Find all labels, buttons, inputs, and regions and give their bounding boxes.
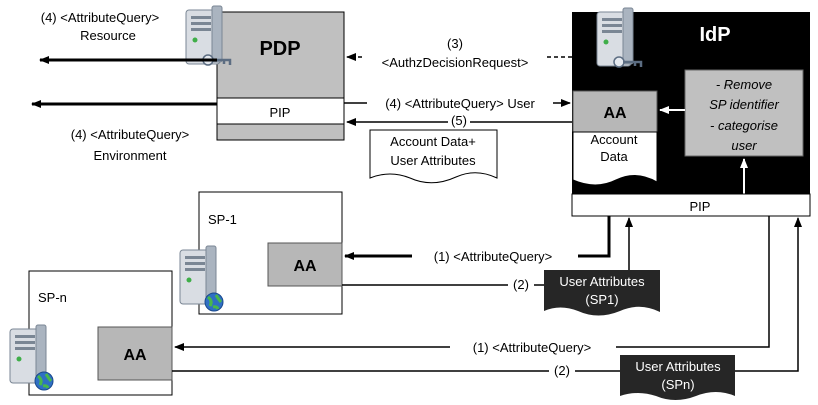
spn-query-label-bg [450, 339, 616, 355]
label-query-resource-2: Resource [80, 28, 136, 43]
sp1-attrs-document [544, 270, 660, 316]
label-query-environment-1: (4) <AttributeQuery> [71, 127, 190, 142]
idp-aa-box [572, 90, 658, 133]
label-query-resource-1: (4) <AttributeQuery> [41, 10, 160, 25]
sp1-query-label-bg [412, 248, 578, 264]
idp-pip-label: PIP [690, 199, 711, 214]
label-spn-attrs-1: User Attributes [635, 359, 721, 374]
process-line-2: SP identifier [709, 97, 779, 112]
label-authz-step: (3) [447, 36, 463, 51]
sp1-aa-label: AA [293, 258, 317, 275]
spn-aa-label: AA [123, 347, 147, 364]
pdp-title: PDP [259, 38, 300, 60]
spn-node: SP-n AA [8, 270, 173, 396]
label-account-user-1: Account Data+ [390, 134, 476, 149]
idp-aa-label: AA [603, 105, 627, 122]
idp-pip-box [571, 193, 811, 217]
spn-step2-bg [549, 363, 575, 379]
query-user-label-bg [367, 95, 553, 111]
spn-attrs-document [620, 355, 735, 400]
idp-process-box [684, 69, 804, 157]
authz-label-bg [362, 35, 544, 71]
label-authz-request: <AuthzDecisionRequest> [382, 55, 529, 70]
step5-label-bg [448, 114, 470, 128]
label-sp1-query: (1) <AttributeQuery> [434, 249, 553, 264]
label-sp1-attrs-1: User Attributes [559, 274, 645, 289]
sp1-title: SP-1 [208, 212, 237, 227]
process-line-3: - categorise [710, 118, 778, 133]
pdp-base-strip [216, 123, 345, 141]
spn-aa-box [97, 326, 173, 381]
arrow-spn-query [174, 216, 770, 351]
arrow-spn-attrs [172, 217, 802, 372]
label-sp1-attrs-2: (SP1) [585, 292, 618, 307]
label-step5: (5) [451, 113, 467, 128]
idp-node: IdP AA Account Data - Remove SP identifi… [571, 6, 811, 217]
label-sp1-step2: (2) [513, 277, 529, 292]
account-data-label-1: Account [591, 132, 638, 147]
sp1-step2-bg [508, 277, 534, 293]
label-spn-step2: (2) [554, 363, 570, 378]
pdp-pip-label: PIP [270, 105, 291, 120]
sp1-aa-box [267, 242, 343, 287]
account-data-document [572, 131, 658, 186]
label-query-user: (4) <AttributeQuery> User [385, 96, 535, 111]
account-data-label-2: Data [600, 149, 628, 164]
spn-title: SP-n [38, 290, 67, 305]
pdp-pip-box [216, 97, 345, 125]
label-spn-attrs-2: (SPn) [661, 377, 694, 392]
account-user-document [369, 129, 498, 184]
process-line-1: - Remove [716, 77, 772, 92]
process-line-4: user [731, 138, 757, 153]
label-spn-query: (1) <AttributeQuery> [473, 340, 592, 355]
sp1-node: SP-1 AA [178, 191, 343, 315]
pdp-box [216, 11, 345, 99]
label-account-user-2: User Attributes [390, 153, 476, 168]
label-query-environment-2: Environment [94, 148, 167, 163]
pdp-node: PDP PIP [184, 4, 345, 141]
idp-title: IdP [699, 24, 730, 46]
